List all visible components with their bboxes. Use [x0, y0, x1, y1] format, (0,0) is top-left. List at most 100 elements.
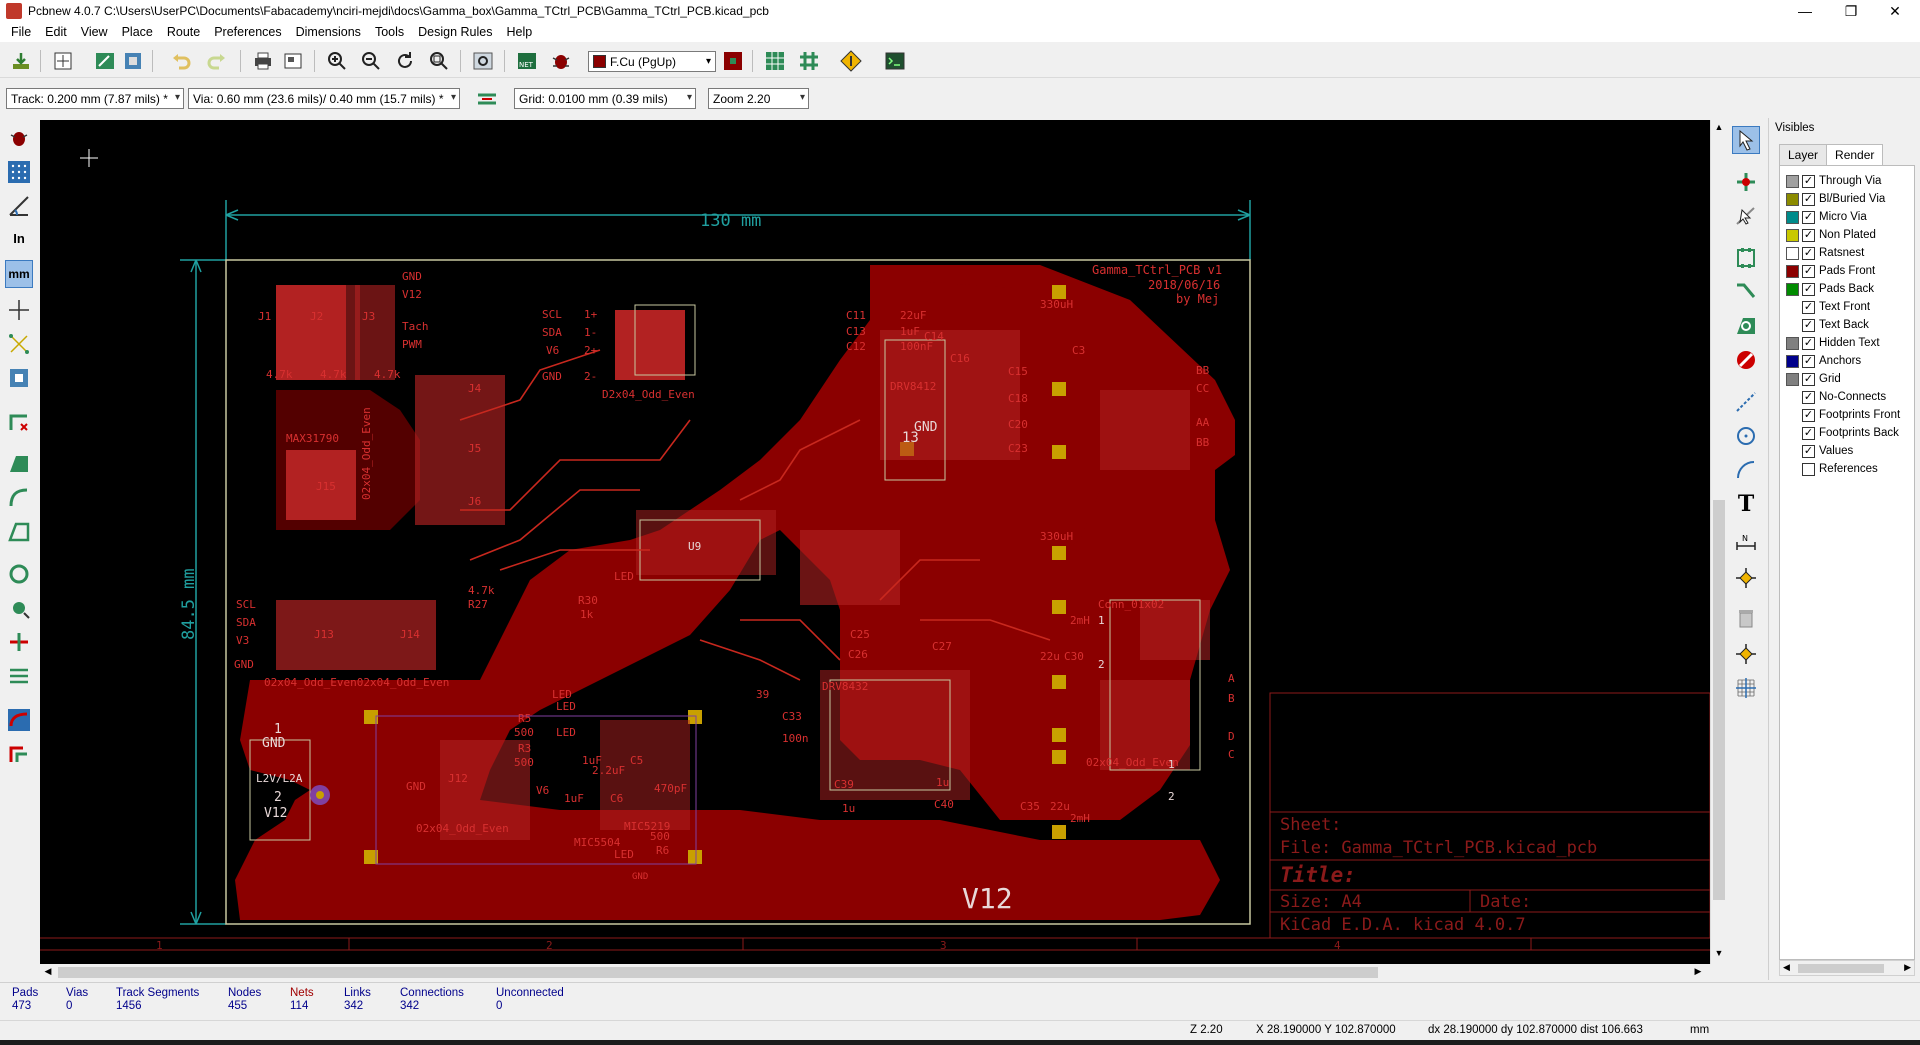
high-contrast-button[interactable] — [5, 662, 33, 690]
render-item-checkbox[interactable]: ✓ — [1802, 336, 1815, 350]
polar-coords-button[interactable] — [5, 192, 33, 220]
render-item[interactable]: ✓Pads Front — [1786, 262, 1875, 280]
scroll-left-icon[interactable]: ◀ — [44, 966, 52, 976]
add-line-button[interactable] — [1732, 388, 1760, 416]
render-color-swatch[interactable] — [1786, 192, 1799, 206]
zoom-select[interactable]: Zoom 2.20 ▾ — [708, 88, 809, 109]
zoom-in-button[interactable] — [324, 48, 350, 74]
print-button[interactable] — [250, 48, 276, 74]
render-item-checkbox[interactable]: ✓ — [1802, 282, 1815, 296]
menu-view[interactable]: View — [80, 25, 108, 39]
via-sketch-button[interactable] — [5, 594, 33, 622]
render-item[interactable]: ✓Anchors — [1786, 352, 1861, 370]
menu-dimensions[interactable]: Dimensions — [295, 25, 361, 39]
menu-preferences[interactable]: Preferences — [214, 25, 282, 39]
visibles-horizontal-scrollbar[interactable]: ◀ ▶ — [1779, 960, 1915, 976]
render-color-swatch[interactable] — [1786, 336, 1799, 350]
render-color-swatch[interactable] — [1786, 174, 1799, 188]
canvas-vertical-scrollbar[interactable]: ▲ ▼ — [1710, 120, 1727, 964]
grid-button[interactable] — [762, 48, 788, 74]
zone-fill-button[interactable] — [5, 450, 33, 478]
plot-button[interactable] — [280, 48, 306, 74]
drc-marker-button[interactable] — [5, 124, 33, 152]
render-item[interactable]: ✓Pads Back — [1786, 280, 1874, 298]
open-board-button[interactable] — [8, 48, 34, 74]
render-item[interactable]: ✓No-Connects — [1786, 388, 1886, 406]
module-editor-button[interactable] — [120, 48, 146, 74]
page-settings-button[interactable] — [50, 48, 76, 74]
render-item[interactable]: ✓Footprints Back — [1786, 424, 1899, 442]
ratsnest-button[interactable] — [5, 330, 33, 358]
inch-units-button[interactable]: In — [13, 230, 25, 246]
netlist-button[interactable]: NET — [514, 48, 540, 74]
render-item[interactable]: ✓Hidden Text — [1786, 334, 1880, 352]
render-color-swatch[interactable] — [1786, 210, 1799, 224]
render-item[interactable]: ✓Bl/Buried Via — [1786, 190, 1885, 208]
local-ratsnest-button[interactable] — [1732, 202, 1760, 230]
maximize-button[interactable]: ❐ — [1844, 2, 1858, 19]
grid-size-select[interactable]: Grid: 0.0100 mm (0.39 mils) ▾ — [514, 88, 696, 109]
render-item[interactable]: ✓Through Via — [1786, 172, 1881, 190]
render-item[interactable]: ✓Non Plated — [1786, 226, 1876, 244]
microwave-toolbar-button[interactable] — [5, 706, 33, 734]
render-item[interactable]: ✓Ratsnest — [1786, 244, 1864, 262]
scroll-down-icon[interactable]: ▼ — [1714, 948, 1724, 958]
render-item-checkbox[interactable]: ✓ — [1802, 354, 1815, 368]
render-item-checkbox[interactable]: ✓ — [1802, 210, 1815, 224]
layers-manager-button[interactable] — [5, 740, 33, 768]
render-item[interactable]: ✓Grid — [1786, 370, 1841, 388]
redraw-button[interactable] — [392, 48, 418, 74]
render-color-swatch[interactable] — [1786, 264, 1799, 278]
zone-sketch-button[interactable] — [5, 518, 33, 546]
undo-button[interactable] — [168, 48, 194, 74]
autoroute-button[interactable] — [838, 48, 864, 74]
render-color-swatch[interactable] — [1786, 372, 1799, 386]
menu-design-rules[interactable]: Design Rules — [418, 25, 493, 39]
redo-button[interactable] — [204, 48, 230, 74]
menu-edit[interactable]: Edit — [45, 25, 67, 39]
auto-delete-track-button[interactable] — [5, 408, 33, 436]
render-item-checkbox[interactable]: ✓ — [1802, 426, 1815, 440]
menu-route[interactable]: Route — [166, 25, 201, 39]
add-zone-button[interactable] — [1732, 312, 1760, 340]
grid-toggle-button[interactable] — [5, 158, 33, 186]
render-item-checkbox[interactable]: ✓ — [1802, 390, 1815, 404]
add-footprint-button[interactable] — [1732, 244, 1760, 272]
menu-file[interactable]: File — [11, 25, 32, 39]
render-item-checkbox[interactable]: ✓ — [1802, 372, 1815, 386]
module-ratsnest-button[interactable] — [5, 364, 33, 392]
track-width-select[interactable]: Track: 0.200 mm (7.87 mils) * ▾ — [6, 88, 184, 109]
visibles-scroll-thumb[interactable] — [1798, 964, 1884, 973]
horizontal-scroll-thumb[interactable] — [58, 967, 1378, 978]
scroll-right-icon[interactable]: ▶ — [1694, 966, 1702, 976]
render-color-swatch[interactable] — [1786, 246, 1799, 260]
render-item-checkbox[interactable]: ✓ — [1802, 408, 1815, 422]
add-arc-button[interactable] — [1732, 456, 1760, 484]
render-item-checkbox[interactable]: ✓ — [1802, 264, 1815, 278]
add-text-button[interactable]: T — [1732, 490, 1760, 518]
scroll-left-icon[interactable]: ◀ — [1783, 962, 1790, 972]
render-item-checkbox[interactable]: ✓ — [1802, 300, 1815, 314]
render-item[interactable]: ✓Text Front — [1786, 298, 1870, 316]
scroll-right-icon[interactable]: ▶ — [1904, 962, 1911, 972]
menu-help[interactable]: Help — [506, 25, 533, 39]
track-sketch-button[interactable] — [5, 628, 33, 656]
render-item-checkbox[interactable]: ✓ — [1802, 318, 1815, 332]
scroll-up-icon[interactable]: ▲ — [1714, 122, 1724, 132]
menu-place[interactable]: Place — [121, 25, 153, 39]
select-tool-button[interactable] — [1732, 126, 1760, 154]
find-button[interactable] — [470, 48, 496, 74]
add-target-button[interactable] — [1732, 564, 1760, 592]
cursor-shape-button[interactable] — [5, 296, 33, 324]
tab-layer[interactable]: Layer — [1779, 144, 1828, 166]
pcb-canvas[interactable]: 1 2 3 4 Sheet: File: Gamma_TCtrl_PCB.kic… — [40, 120, 1710, 964]
zoom-out-button[interactable] — [358, 48, 384, 74]
layer-pair-button[interactable] — [720, 48, 746, 74]
render-item[interactable]: ✓Text Back — [1786, 316, 1869, 334]
render-item[interactable]: References — [1786, 460, 1878, 478]
tab-render[interactable]: Render — [1826, 144, 1884, 166]
delete-tool-button[interactable] — [1732, 604, 1760, 632]
zone-outline-button[interactable] — [5, 484, 33, 512]
highlight-net-button[interactable] — [1732, 168, 1760, 196]
via-size-select[interactable]: Via: 0.60 mm (23.6 mils)/ 0.40 mm (15.7 … — [188, 88, 460, 109]
